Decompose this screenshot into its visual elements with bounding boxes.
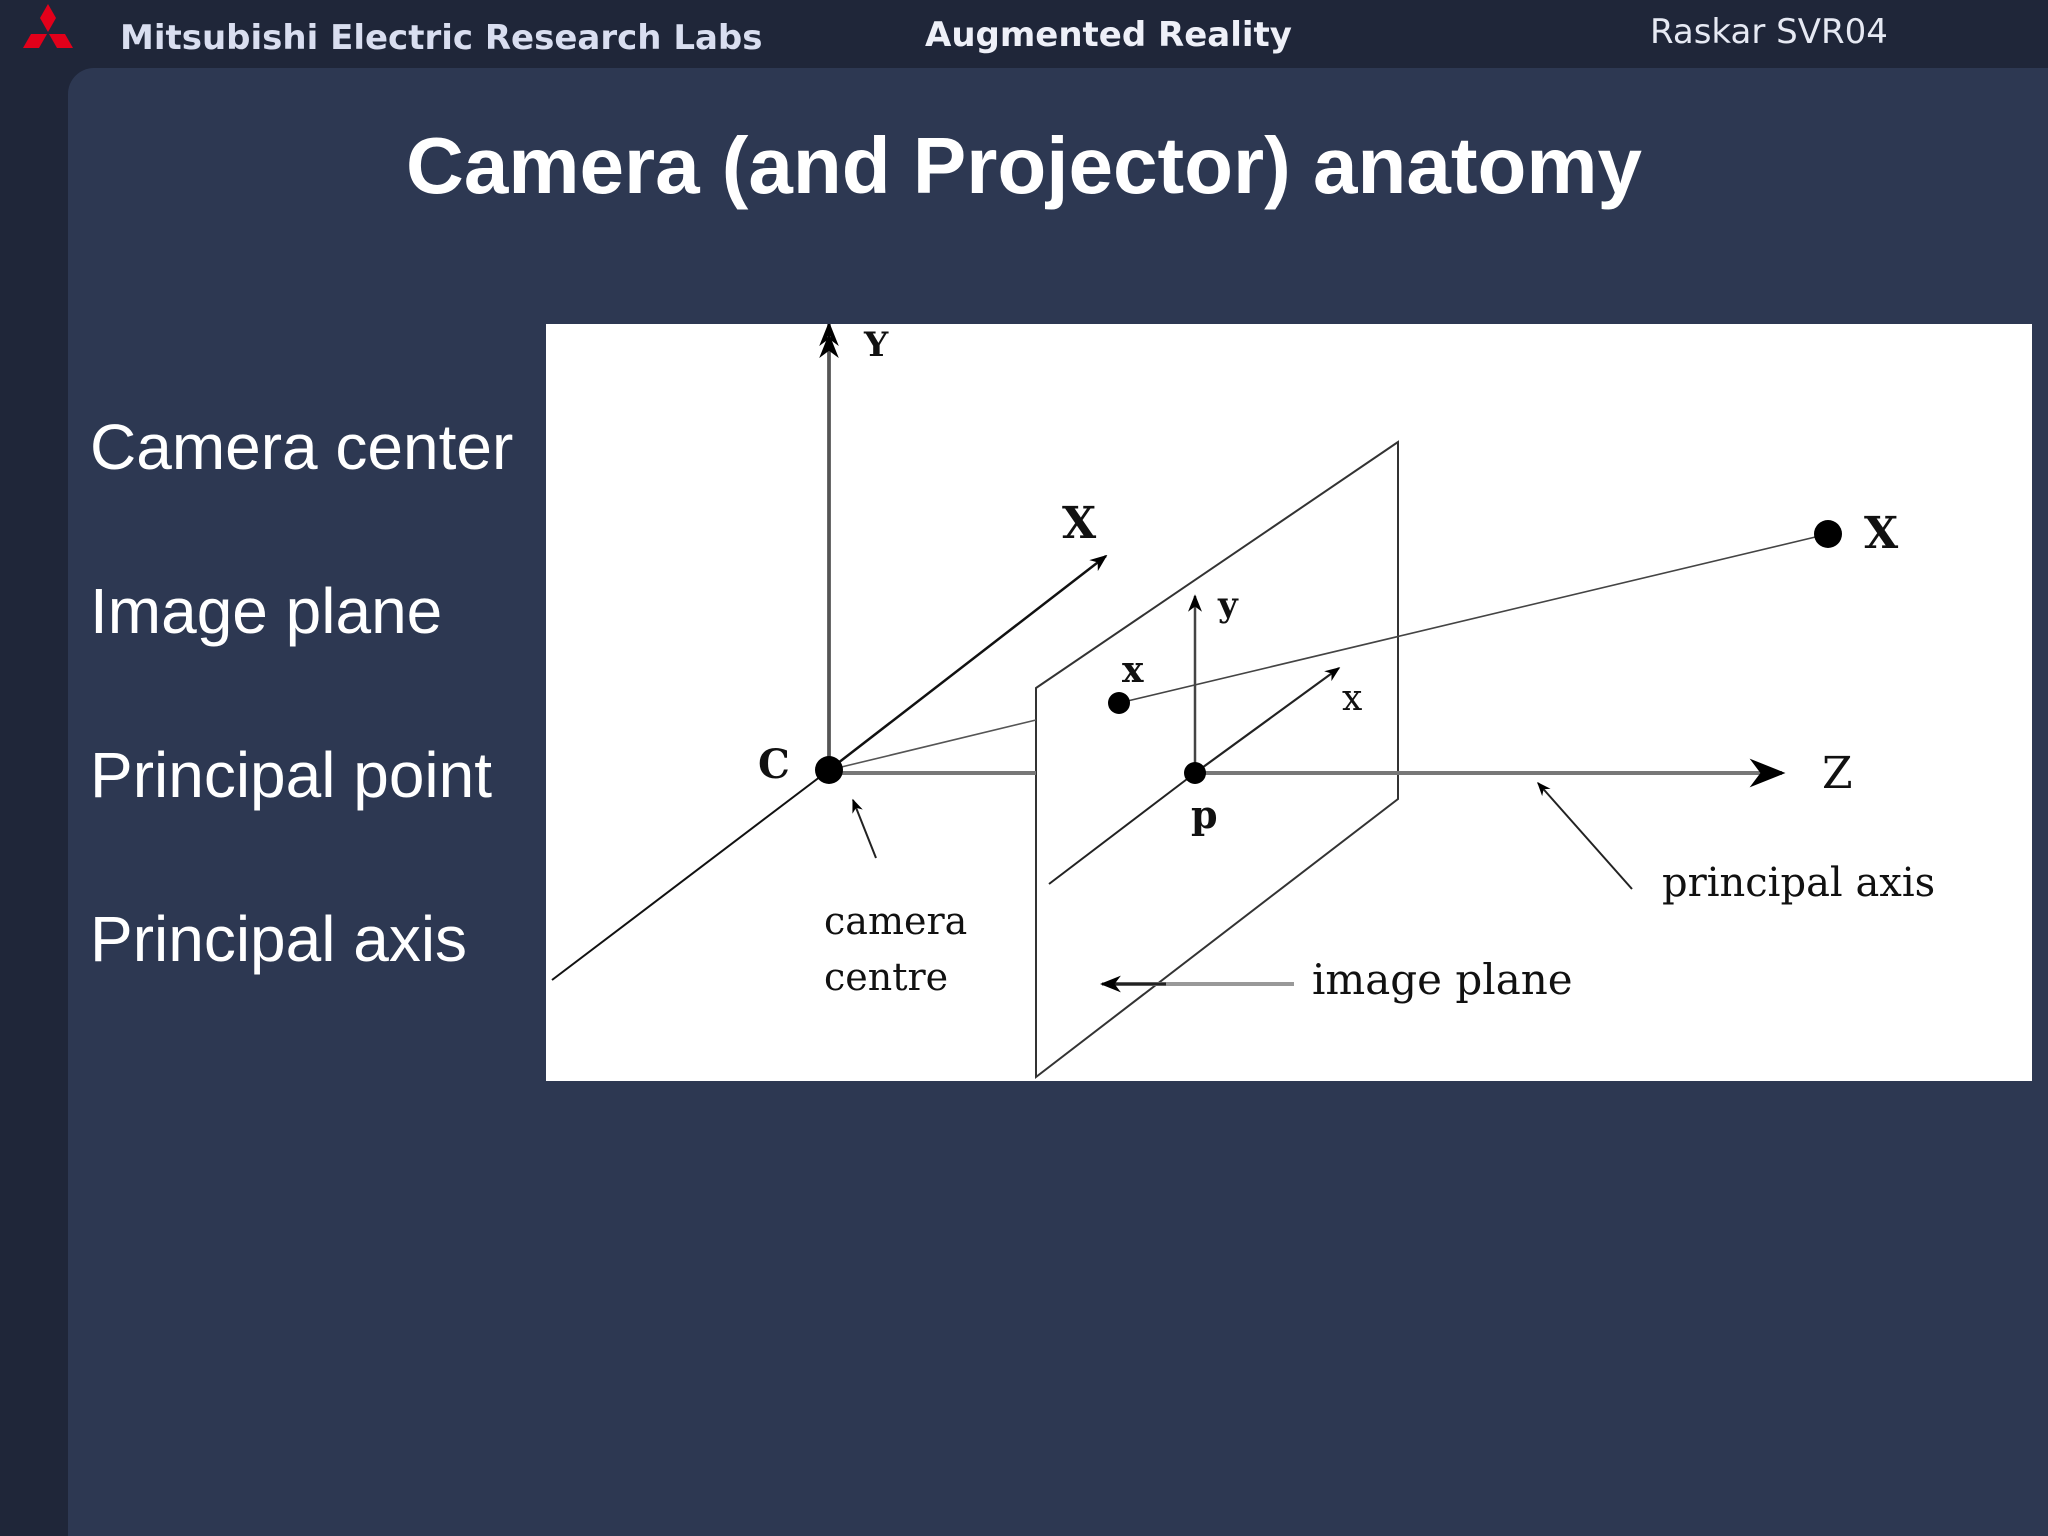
author-tag: Raskar SVR04 <box>1650 12 1888 52</box>
label-point-x: x <box>1122 649 1144 691</box>
label-axis-X: X <box>1062 498 1097 549</box>
world-point-X <box>1814 520 1842 548</box>
projection-ray <box>1118 533 1829 704</box>
camera-diagram: Y X X y x x C p Z principal axis camera … <box>551 324 1935 1080</box>
org-name: Mitsubishi Electric Research Labs <box>120 18 763 58</box>
label-axis-x: x <box>1342 678 1362 719</box>
term-camera-center: Camera center <box>90 411 514 483</box>
image-point-x <box>1108 692 1130 714</box>
x-axis-world <box>828 554 1108 771</box>
term-principal-axis: Principal axis <box>90 903 468 975</box>
header-bar: Mitsubishi Electric Research Labs Augmen… <box>0 0 2048 68</box>
term-image-plane: Image plane <box>90 575 443 647</box>
label-principal-axis: principal axis <box>1662 860 1935 906</box>
label-camera: camera <box>824 899 967 943</box>
camera-center-point <box>815 756 843 784</box>
label-image-plane: image plane <box>1312 955 1573 1004</box>
image-x-axis <box>1194 667 1341 774</box>
label-axis-Y: Y <box>863 325 889 365</box>
label-axis-y: y <box>1217 585 1239 625</box>
left-strip <box>0 68 68 1536</box>
term-principal-point: Principal point <box>90 739 492 811</box>
camera-geometry-figure: Y X X y x x C p Z principal axis camera … <box>546 324 2032 1081</box>
label-point-X: X <box>1864 508 1899 559</box>
label-axis-Z: Z <box>1822 748 1853 799</box>
mitsubishi-logo-icon <box>23 4 73 48</box>
slide-title: Camera (and Projector) anatomy <box>406 121 1642 210</box>
course-name: Augmented Reality <box>925 15 1292 55</box>
label-point-p: p <box>1191 792 1218 837</box>
label-centre: centre <box>824 955 948 999</box>
image-plane-shape <box>1035 440 1399 1080</box>
label-camera-C: C <box>758 741 790 788</box>
principal-point-dot <box>1184 762 1206 784</box>
